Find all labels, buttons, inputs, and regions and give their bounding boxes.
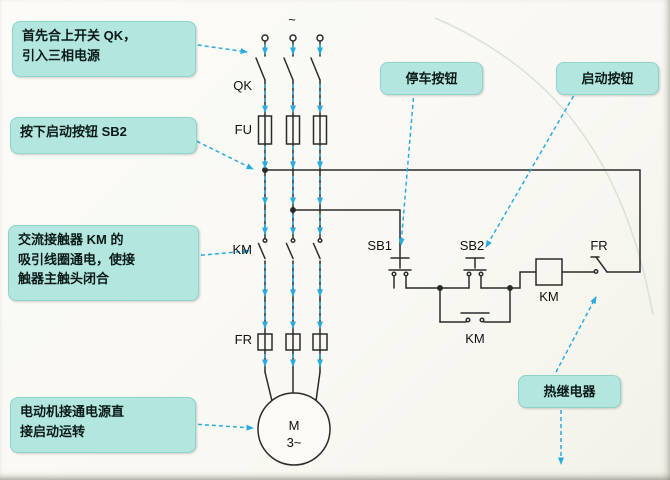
label-fr-main: FR — [235, 332, 252, 347]
arrow-start-to-sb2 — [485, 89, 578, 248]
callout-step3: 交流接触器 KM 的 吸引线圈通电，使接 触器主触头闭合 — [8, 225, 199, 301]
label-motor-3ph: 3~ — [287, 435, 302, 450]
supply-terminal — [289, 34, 297, 42]
qk-switch-blades — [255, 57, 321, 81]
motor-circle — [257, 392, 331, 466]
supply-terminal — [261, 34, 269, 42]
control-circuit-wires — [262, 167, 641, 323]
arrow-stop-to-sb1 — [398, 90, 415, 246]
km-main-contacts — [257, 237, 323, 260]
callout-arrows — [176, 41, 597, 465]
fr-heater-boxes — [257, 333, 328, 351]
arrow-step3-to-km — [179, 248, 250, 258]
label-sb1: SB1 — [367, 238, 392, 253]
label-fu: FU — [235, 122, 252, 137]
callout-stop-button: 停车按钮 — [380, 62, 483, 95]
km-aux-contact-loop — [437, 285, 513, 323]
sb2-start-button-symbol — [463, 257, 487, 289]
label-km-coil: KM — [539, 289, 559, 304]
label-supply-tilde: ~ — [288, 12, 296, 27]
arrow-step1-to-qk — [176, 41, 248, 55]
callout-thermal-relay: 热继电器 — [518, 375, 621, 408]
callout-step1: 首先合上开关 QK， 引入三相电源 — [12, 21, 196, 77]
label-km-aux: KM — [465, 331, 485, 346]
label-motor-m: M — [289, 418, 300, 433]
arrow-thermal-to-fr — [555, 296, 597, 373]
label-sb2: SB2 — [460, 238, 485, 253]
label-fr-contact: FR — [590, 238, 607, 253]
label-km-main: KM — [233, 242, 253, 257]
callout-start-button: 启动按钮 — [556, 62, 659, 95]
callout-step2: 按下启动按钮 SB2 — [10, 117, 197, 154]
fuse-boxes — [257, 115, 328, 145]
current-flow-arrows — [262, 44, 323, 367]
fr-contact-symbol — [590, 256, 608, 274]
arrow-step4-to-motor — [176, 422, 254, 431]
component-labels: ~ QK FU KM FR SB1 SB2 KM KM FR M 3~ — [233, 12, 608, 450]
km-coil-box — [535, 258, 563, 286]
label-qk: QK — [233, 78, 252, 93]
callout-step4: 电动机接通电源直 接启动运转 — [10, 397, 196, 453]
sb1-stop-button-symbol — [388, 257, 412, 289]
supply-terminal — [316, 34, 324, 42]
